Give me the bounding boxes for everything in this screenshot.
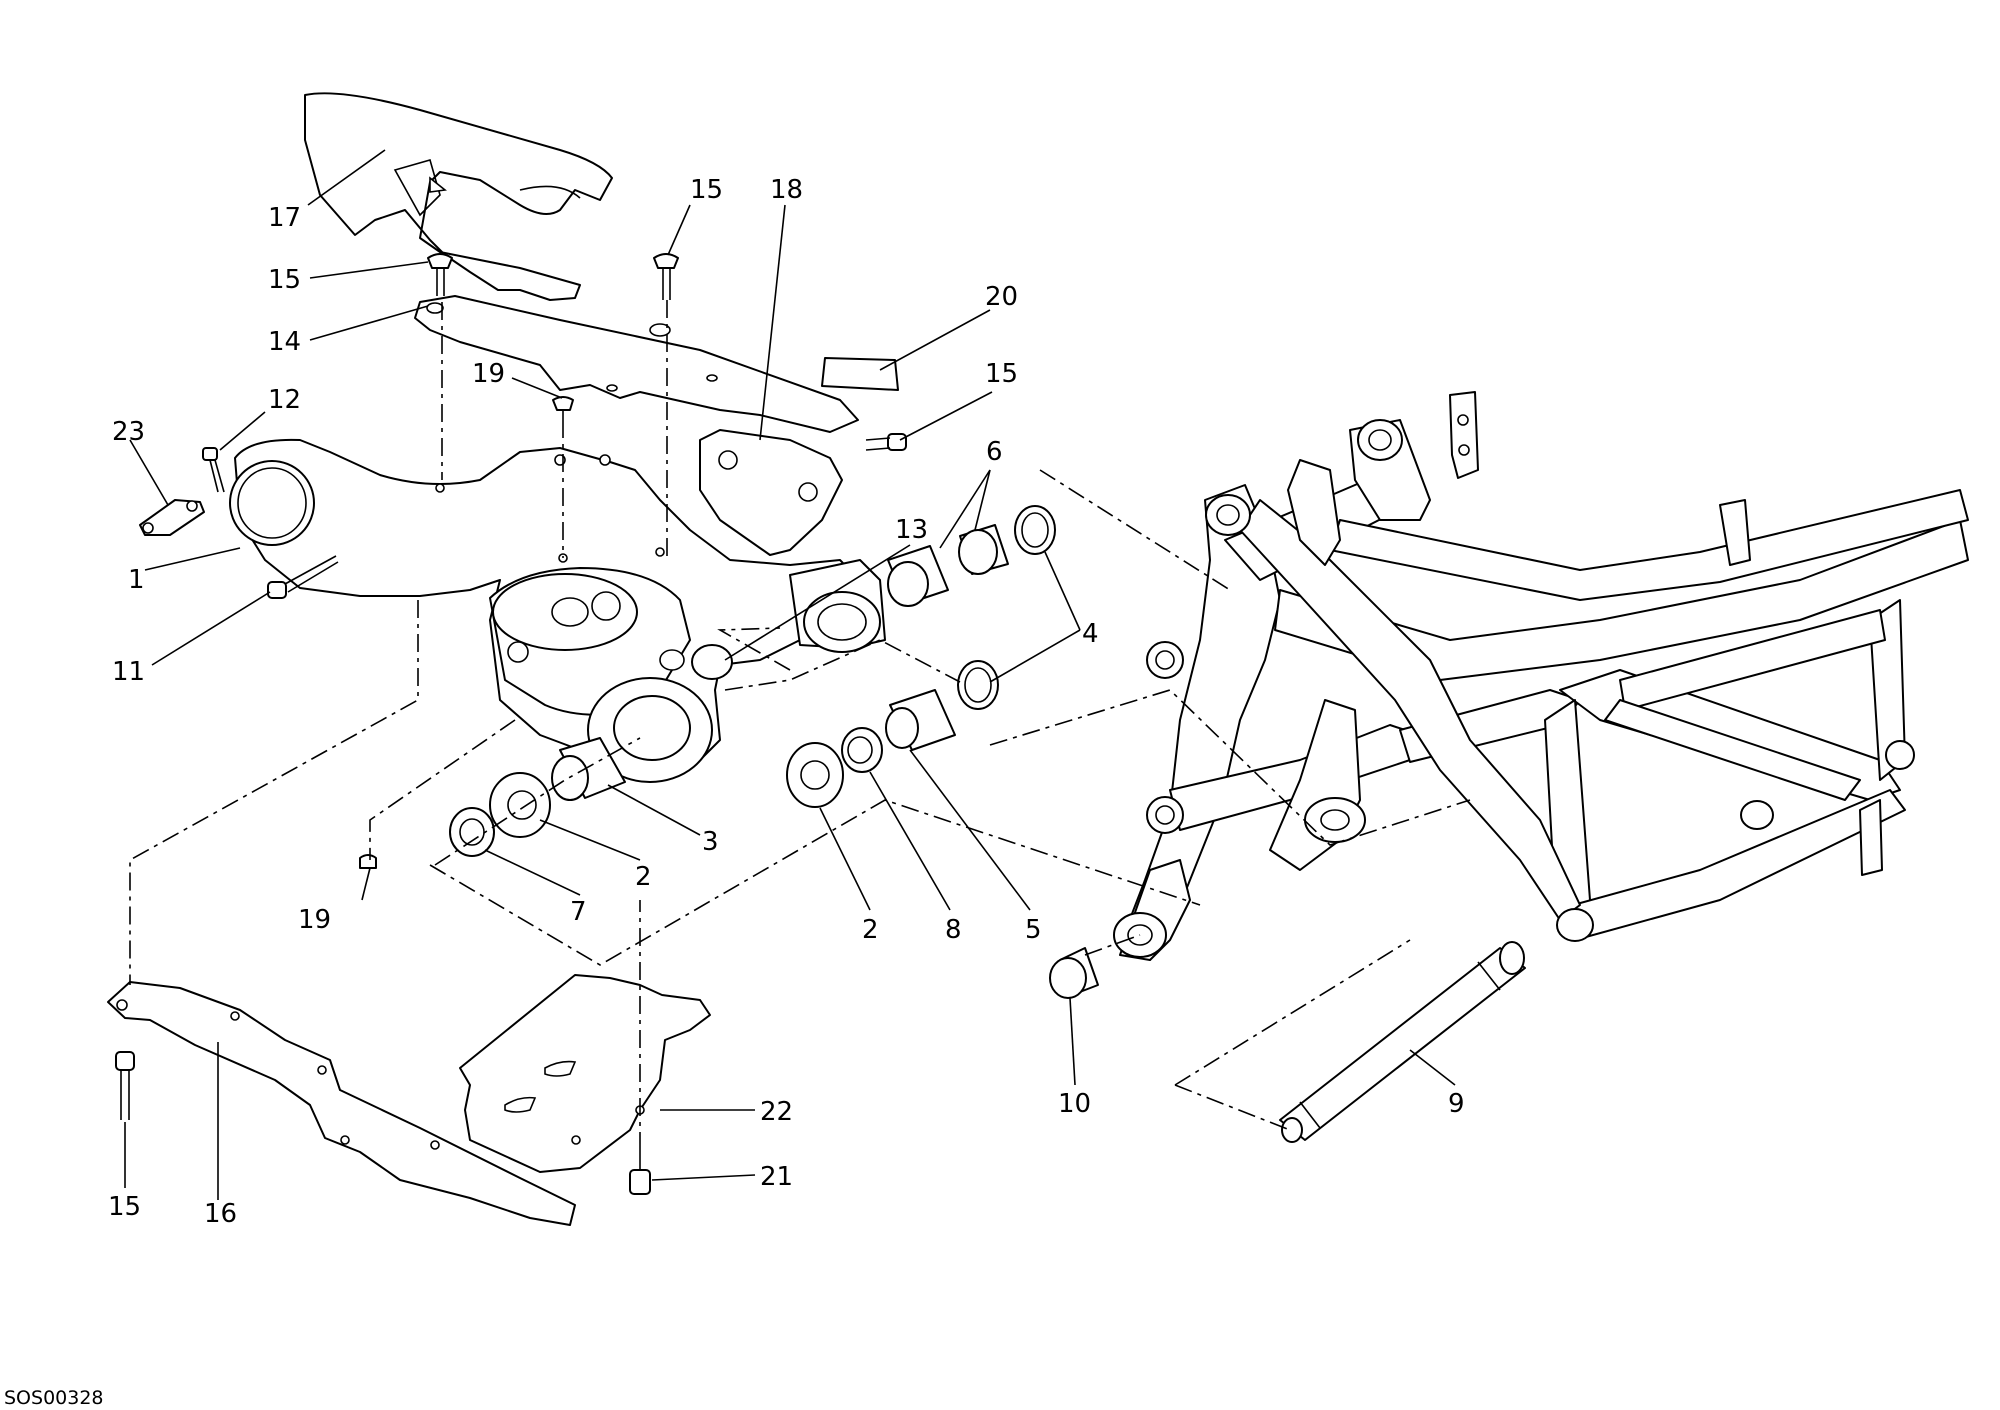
clamp-bracket-part (139, 499, 205, 536)
mounting-strip-part (414, 295, 859, 433)
callout-13: 13 (895, 515, 928, 545)
callout-15b: 15 (268, 265, 301, 295)
bearings-bushings-parts (449, 505, 1099, 999)
callout-16: 16 (204, 1199, 237, 1229)
callout-5: 5 (1025, 915, 1042, 945)
callout-7: 7 (570, 897, 587, 927)
leader-lines (124, 149, 1456, 1200)
callout-11: 11 (112, 657, 145, 687)
callout-15d: 15 (108, 1192, 141, 1222)
callout-1: 1 (128, 565, 145, 595)
callout-22: 22 (760, 1097, 793, 1127)
bottom-guard-part (459, 974, 711, 1173)
callout-15c: 15 (985, 359, 1018, 389)
callout-18: 18 (770, 175, 803, 205)
callout-4: 4 (1082, 619, 1099, 649)
callout-23: 23 (112, 417, 145, 447)
callout-9: 9 (1448, 1089, 1465, 1119)
motorcycle-frame-part (1113, 391, 1969, 961)
callout-17: 17 (268, 203, 301, 233)
callout-8: 8 (945, 915, 962, 945)
callout-3: 3 (702, 827, 719, 857)
swingarm-part (229, 438, 886, 783)
callout-6: 6 (986, 437, 1003, 467)
callout-2a: 2 (635, 862, 652, 892)
lower-bracket-part (107, 981, 576, 1226)
callout-2b: 2 (862, 915, 879, 945)
pivot-shaft-part (1279, 941, 1526, 1143)
callout-12: 12 (268, 385, 301, 415)
label-sticker-part (821, 357, 899, 391)
assembly-lines (129, 300, 1471, 1150)
chain-guard-part (304, 92, 613, 301)
callout-19a: 19 (472, 359, 505, 389)
callout-21: 21 (760, 1162, 793, 1192)
callout-19b: 19 (298, 905, 331, 935)
callout-10: 10 (1058, 1089, 1091, 1119)
cover-plate-part (699, 429, 843, 556)
callout-20: 20 (985, 282, 1018, 312)
fasteners-parts (115, 253, 907, 1195)
callout-labels: 17 15 18 15 14 20 15 19 12 23 6 13 1 11 … (108, 175, 1465, 1229)
callout-14: 14 (268, 327, 301, 357)
drawing-code: SOS00328 (4, 1387, 104, 1409)
callout-15a: 15 (690, 175, 723, 205)
